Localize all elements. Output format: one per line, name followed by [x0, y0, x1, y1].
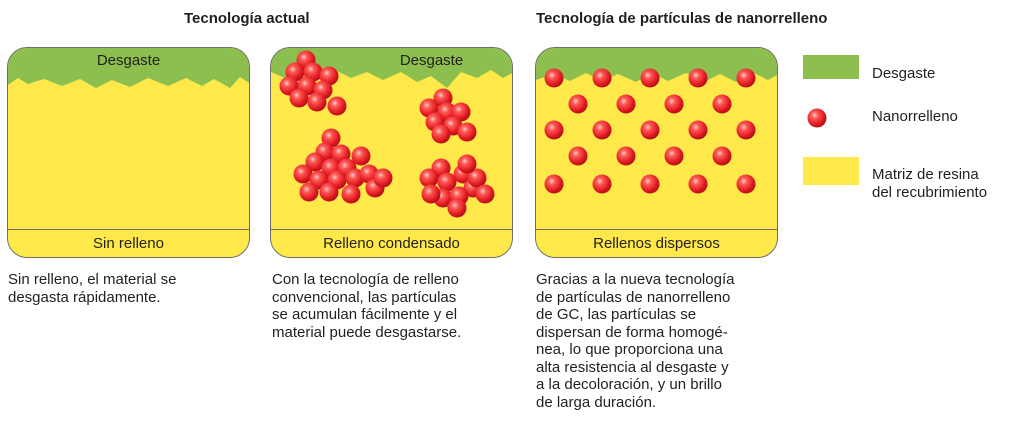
- panel-no-filler: Desgaste Sin relleno: [7, 47, 250, 258]
- nanofiller-particle: [299, 182, 319, 202]
- nanofiller-particle: [431, 124, 451, 144]
- legend-matrix-label: Matriz de resina del recubrimiento: [872, 166, 988, 201]
- legend-matrix-swatch: [803, 157, 859, 185]
- caption-line: de larga duración.: [536, 393, 657, 411]
- dispersed-particles-graphic: [536, 48, 777, 194]
- nanofiller-particle: [457, 122, 477, 142]
- nanofiller-particle: [592, 68, 612, 88]
- condensed-particles-graphic: [271, 48, 512, 218]
- nanofiller-particle: [664, 146, 684, 166]
- nanofiller-particle: [592, 120, 612, 140]
- nanofiller-particle: [640, 68, 660, 88]
- caption-line: dispersan de forma homogé-: [536, 323, 728, 341]
- panel-condensed-filler: Desgaste Relleno condensado: [270, 47, 513, 258]
- panel-label-condensed-filler: Relleno condensado: [271, 229, 512, 257]
- nanofiller-particle: [688, 174, 708, 194]
- caption-line: Sin relleno, el material se: [8, 271, 177, 288]
- legend-wear-swatch: [803, 55, 859, 79]
- nanofiller-particle: [373, 168, 393, 188]
- nanofiller-particle: [419, 168, 439, 188]
- nanofiller-particle: [447, 198, 467, 218]
- nanofiller-particle: [568, 146, 588, 166]
- nanofiller-particle: [712, 94, 732, 114]
- nanofiller-particle: [437, 172, 457, 192]
- nanofiller-particle: [475, 184, 495, 204]
- nanofiller-particle: [688, 68, 708, 88]
- caption-line: nea, lo que proporciona una: [536, 341, 723, 358]
- panel-dispersed-fillers: Rellenos dispersos: [535, 47, 778, 258]
- nanofiller-particle: [451, 102, 471, 122]
- nanofiller-particle: [616, 146, 636, 166]
- caption-line: desgasta rápidamente.: [8, 288, 161, 306]
- nanofiller-particle: [351, 146, 371, 166]
- nanofiller-particle: [341, 184, 361, 204]
- nanofiller-particle: [307, 92, 327, 112]
- legend-wear-label: Desgaste: [872, 65, 936, 82]
- nanofiller-particle: [736, 68, 756, 88]
- nanofiller-particle: [327, 96, 347, 116]
- caption-line: convencional, las partículas: [272, 288, 457, 306]
- caption-line: se acumulan fácilmente y el: [272, 306, 458, 323]
- nanofiller-particle: [544, 68, 564, 88]
- legend-nanofiller-label: Nanorrelleno: [872, 108, 958, 125]
- caption-line: a la decoloración, y un brillo: [536, 376, 722, 393]
- nanofiller-particle: [640, 174, 660, 194]
- nanofiller-particle: [544, 120, 564, 140]
- nanofiller-particle-icon: [807, 108, 827, 128]
- nanofiller-particle: [664, 94, 684, 114]
- nanofiller-particle: [457, 154, 477, 174]
- nanofiller-particle: [616, 94, 636, 114]
- caption-no-filler: Sin relleno, el material se desgasta ráp…: [8, 271, 253, 306]
- heading-current-technology: Tecnología actual: [184, 10, 310, 27]
- nanofiller-particle: [712, 146, 732, 166]
- nanofiller-particle: [736, 174, 756, 194]
- panel-label-dispersed-fillers: Rellenos dispersos: [536, 229, 777, 257]
- nanofiller-particle: [289, 88, 309, 108]
- nanofiller-particle: [736, 120, 756, 140]
- panel-label-no-filler: Sin relleno: [8, 229, 249, 257]
- caption-line: de partículas de nanorrelleno: [536, 288, 731, 306]
- nanofiller-particle: [421, 184, 441, 204]
- caption-line: Gracias a la nueva tecnología: [536, 271, 735, 288]
- caption-line: alta resistencia al desgaste y: [536, 358, 729, 376]
- wear-label: Desgaste: [399, 52, 464, 69]
- caption-line: de GC, las partículas se: [536, 306, 697, 323]
- nanofiller-particle: [688, 120, 708, 140]
- heading-nanofiller-technology: Tecnología de partículas de nanorrelleno: [536, 10, 828, 27]
- nanofiller-particle: [467, 168, 487, 188]
- caption-line: material puede desgastarse.: [272, 323, 462, 341]
- caption-dispersed-fillers: Gracias a la nueva tecnología de partícu…: [536, 271, 781, 411]
- nanofiller-particle: [592, 174, 612, 194]
- wear-layer-graphic: [8, 48, 249, 88]
- caption-line: Con la tecnología de relleno: [272, 271, 459, 288]
- nanofiller-particle: [305, 152, 325, 172]
- nanofiller-particle: [293, 164, 313, 184]
- nanofiller-particle: [319, 182, 339, 202]
- wear-label: Desgaste: [96, 52, 161, 69]
- nanofiller-particle: [640, 120, 660, 140]
- nanofiller-particle: [544, 174, 564, 194]
- nanofiller-particle: [568, 94, 588, 114]
- caption-condensed-filler: Con la tecnología de relleno convenciona…: [272, 271, 517, 341]
